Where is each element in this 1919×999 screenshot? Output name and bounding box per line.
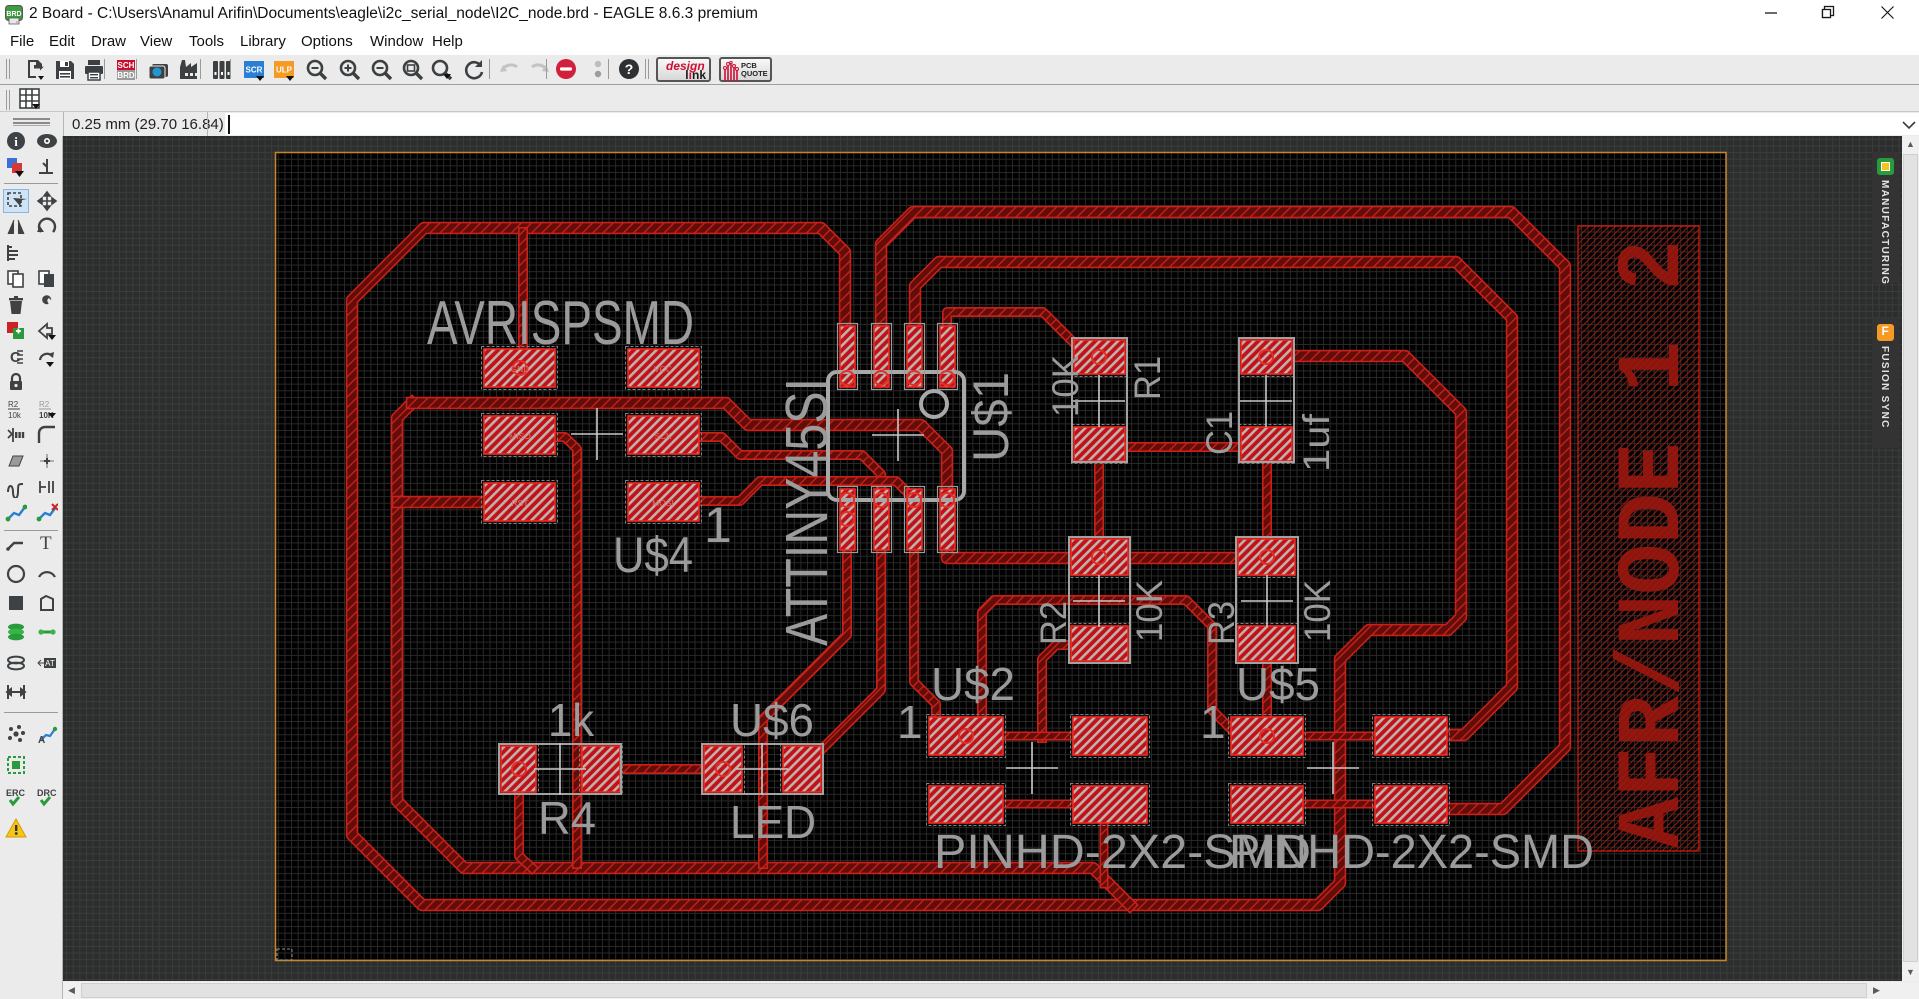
- svg-text:10K: 10K: [39, 411, 54, 420]
- svg-text:C: C: [10, 349, 21, 366]
- svg-text:R2: R2: [1033, 601, 1074, 645]
- svg-text:R4: R4: [538, 792, 596, 844]
- svg-text:10K: 10K: [1129, 580, 1170, 642]
- svg-text:BRD: BRD: [117, 71, 135, 80]
- svg-text:U$5: U$5: [1236, 658, 1320, 710]
- svg-text:R3: R3: [1201, 601, 1242, 645]
- svg-text:U$4: U$4: [613, 527, 693, 583]
- svg-text:MISO: MISO: [509, 431, 531, 441]
- svg-text:R2: R2: [8, 400, 19, 409]
- svg-text:T: T: [40, 533, 52, 553]
- svg-text:U$6: U$6: [730, 694, 814, 746]
- svg-text:?: ?: [625, 61, 634, 77]
- svg-text:DRC: DRC: [37, 788, 57, 798]
- svg-text:RST: RST: [512, 498, 529, 508]
- svg-text:GND: GND: [511, 364, 530, 374]
- svg-text:R1: R1: [1127, 356, 1168, 400]
- svg-text:VCC: VCC: [654, 364, 672, 374]
- svg-text:PINHD-2X2-SMD: PINHD-2X2-SMD: [1229, 826, 1594, 879]
- svg-text:i: i: [14, 134, 18, 149]
- svg-text:PINHD-2X2-SMD: PINHD-2X2-SMD: [934, 826, 1311, 879]
- svg-text:1k: 1k: [548, 694, 595, 746]
- svg-text:1: 1: [1200, 696, 1226, 748]
- svg-text:SCH: SCH: [118, 61, 135, 70]
- svg-text:C1: C1: [1199, 411, 1240, 455]
- svg-text:MOSI: MOSI: [652, 498, 674, 508]
- svg-text:ERC: ERC: [6, 788, 26, 798]
- svg-text:ATTINY45SI: ATTINY45SI: [774, 378, 840, 646]
- svg-text:U$2: U$2: [931, 658, 1015, 710]
- svg-text:10K: 10K: [1297, 580, 1338, 642]
- svg-text:AVRISPSMD: AVRISPSMD: [427, 289, 694, 358]
- svg-text:BRD: BRD: [6, 11, 21, 18]
- svg-text:SCR: SCR: [246, 66, 263, 75]
- svg-text:10K: 10K: [1045, 355, 1086, 417]
- svg-text:LED: LED: [730, 796, 816, 848]
- svg-text:1: 1: [897, 696, 923, 748]
- svg-text:R2: R2: [39, 400, 50, 409]
- svg-text:1: 1: [704, 497, 732, 553]
- svg-text:AT: AT: [45, 659, 55, 668]
- svg-text:U$1: U$1: [963, 372, 1019, 462]
- svg-text:1uf: 1uf: [1296, 413, 1337, 472]
- svg-text:A: A: [38, 735, 45, 745]
- svg-text:SCK: SCK: [654, 431, 672, 441]
- svg-text:ULP: ULP: [276, 66, 293, 75]
- svg-text:10k: 10k: [8, 411, 22, 420]
